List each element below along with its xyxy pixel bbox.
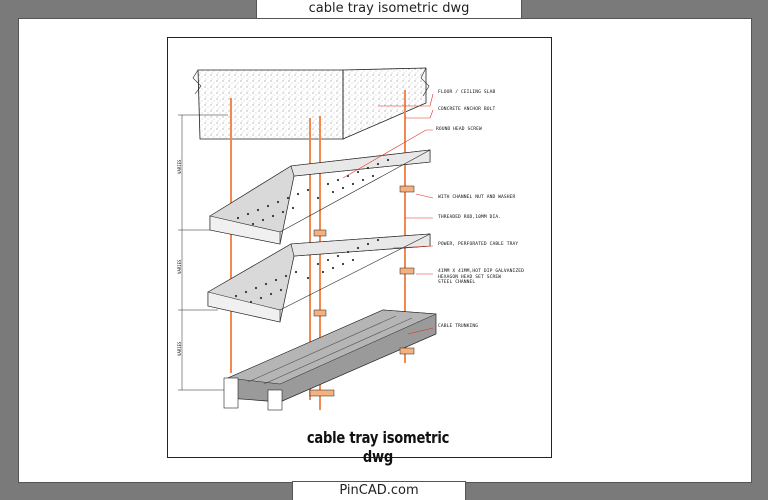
isometric-drawing xyxy=(178,67,437,411)
callout-steel-channel: 41mm x 41mm,HOT DIP GALVANIZED HEXAGON H… xyxy=(438,269,524,285)
dimension-label-middle: VARIES xyxy=(177,259,182,274)
callout-cable-trunking: CABLE TRUNKING xyxy=(438,324,479,329)
callout-anchor-bolt: CONCRETE ANCHOR BOLT xyxy=(438,107,496,112)
site-credit: PinCAD.com xyxy=(292,481,466,500)
dimension-label-lower: VARIES xyxy=(177,341,182,356)
image-title: cable tray isometric dwg xyxy=(256,0,522,19)
dimension-lines xyxy=(178,114,228,391)
drawing-title: cable tray isometric dwg xyxy=(306,428,450,466)
callout-perforated-tray: POWER, PERFORATED CABLE TRAY xyxy=(438,242,519,247)
leader-lines xyxy=(342,93,434,335)
drawing-frame: FLOOR / CEILING SLAB CONCRETE ANCHOR BOL… xyxy=(167,37,552,466)
callout-channel-nut: WITH CHANNEL NUT AND WASHER xyxy=(438,195,516,200)
callout-floor-slab: FLOOR / CEILING SLAB xyxy=(438,90,496,95)
callout-round-head-screw: ROUND HEAD SCREW xyxy=(436,127,482,132)
ceiling-slab xyxy=(192,67,430,140)
cable-trunking xyxy=(223,309,437,411)
upper-cable-tray xyxy=(209,149,431,245)
dimension-label-upper: VARIES xyxy=(177,159,182,174)
callout-threaded-rod: THREADED ROD,10mm DIA. xyxy=(438,215,502,220)
